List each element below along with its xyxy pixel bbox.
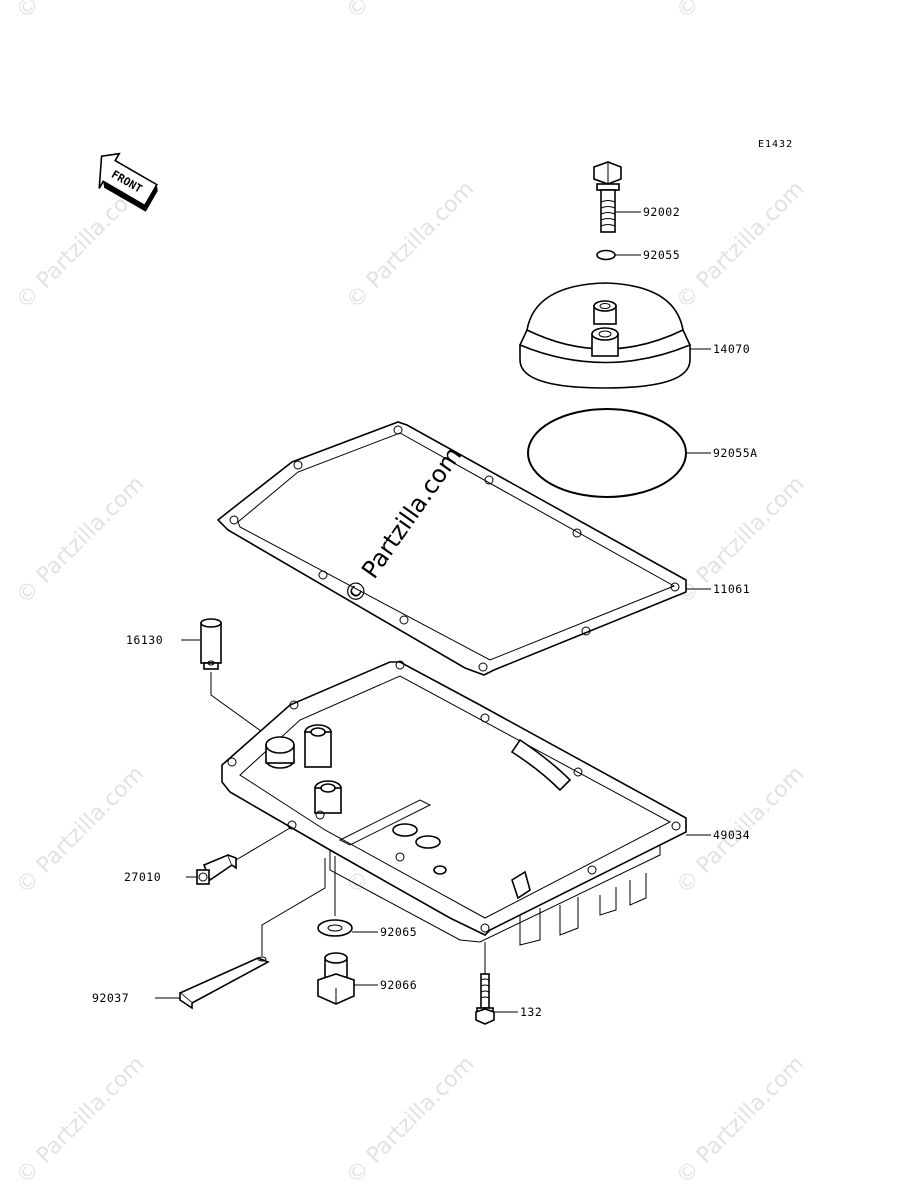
watermark: © Partzilla.com [12,472,150,610]
part-label-27010[interactable]: 27010 [124,870,161,884]
fitting-16130 [200,618,222,670]
cover-14070 [518,282,692,389]
part-label-14070[interactable]: 14070 [713,342,750,356]
plug-92066 [317,952,355,1005]
part-label-16130[interactable]: 16130 [126,633,163,647]
o-ring-92055 [596,249,616,261]
watermark: © Partzilla.com [12,1052,150,1190]
gasket-11061 [216,421,687,676]
diagram-code: E1432 [758,139,793,150]
washer-92065 [317,919,353,937]
part-label-92066[interactable]: 92066 [380,978,417,992]
watermark: © Partzilla.com [342,0,480,24]
oil-pan-49034 [221,660,687,946]
watermark: © Partzilla.com [342,1052,480,1190]
bolt-92002 [593,161,622,233]
part-label-132[interactable]: 132 [520,1005,542,1019]
watermark: © Partzilla.com [12,0,150,24]
part-label-92065[interactable]: 92065 [380,925,417,939]
front-arrow-icon: FRONT [98,152,158,212]
o-ring-92055A [527,408,687,498]
clamp-92037 [178,956,270,1010]
part-label-49034[interactable]: 49034 [713,828,750,842]
watermark: © Partzilla.com [672,177,810,315]
part-label-92055[interactable]: 92055 [643,248,680,262]
watermark: © Partzilla.com [342,177,480,315]
watermark: © Partzilla.com [672,1052,810,1190]
switch-27010 [196,853,237,885]
bolt-132 [475,973,495,1025]
part-label-11061[interactable]: 11061 [713,582,750,596]
part-label-92055A[interactable]: 92055A [713,446,758,460]
part-label-92037[interactable]: 92037 [92,991,129,1005]
watermark: © Partzilla.com [672,0,810,24]
part-label-92002[interactable]: 92002 [643,205,680,219]
